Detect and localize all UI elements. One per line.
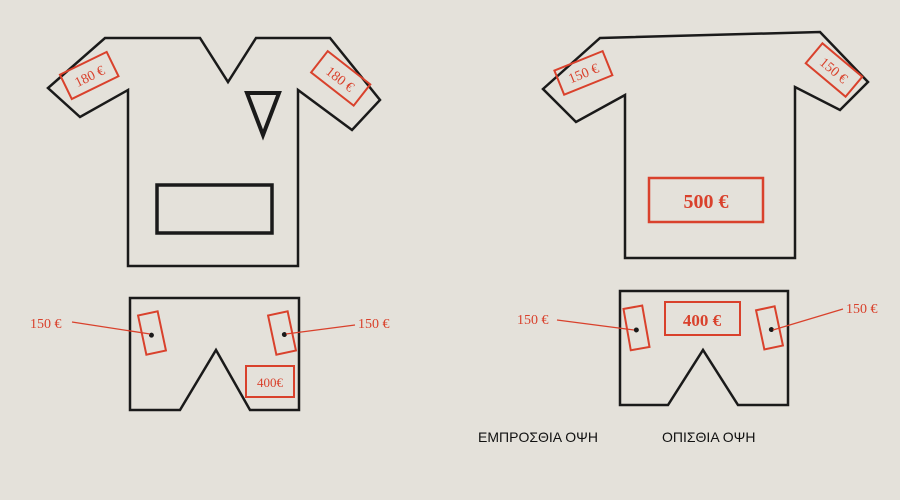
back-right-leg-patch <box>754 305 785 351</box>
collar-triangle-icon <box>244 91 282 141</box>
back-left-sleeve-price: 150 € <box>567 61 602 87</box>
back-left-leg-price: 150 € <box>517 313 549 328</box>
back-shorts: 400 € 150 € 150 € <box>517 289 878 407</box>
front-shorts: 150 € 150 € 400€ <box>30 296 390 412</box>
front-shorts-patch-price: 400€ <box>257 375 284 390</box>
back-right-leg-price: 150 € <box>846 302 878 317</box>
back-shirt-outline <box>541 30 870 260</box>
back-shorts-outline <box>618 289 790 407</box>
back-left-leg-patch <box>622 304 651 352</box>
back-number-price: 500 € <box>684 191 729 213</box>
front-right-sleeve-patch: 180 € <box>309 49 372 108</box>
front-shirt-outline <box>46 36 382 268</box>
chest-sponsor-box <box>155 183 274 235</box>
front-left-sleeve-price: 180 € <box>73 64 108 91</box>
front-left-leg-price: 150 € <box>30 317 62 332</box>
front-right-leg-patch <box>266 310 298 356</box>
front-shorts-patch <box>245 365 295 398</box>
front-left-leg-patch <box>136 310 168 356</box>
back-number-patch <box>647 176 765 224</box>
back-left-sleeve-patch: 150 € <box>553 49 614 97</box>
front-right-leg-price: 150 € <box>358 317 390 332</box>
front-view-caption: ΕΜΠΡΟΣΘΙΑ ΟΨΗ <box>478 429 598 445</box>
front-left-sleeve-patch: 180 € <box>58 50 120 101</box>
back-shirt: 150 € 150 € 500 € <box>541 30 870 260</box>
back-right-sleeve-patch: 150 € <box>804 41 864 99</box>
front-shirt: 180 € 180 € <box>46 36 382 268</box>
back-waist-price: 400 € <box>683 311 722 330</box>
back-right-sleeve-price: 150 € <box>816 55 850 87</box>
front-shorts-outline <box>128 296 301 412</box>
back-waist-patch <box>664 301 741 336</box>
back-view-caption: ΟΠΙΣΘΙΑ ΟΨΗ <box>662 429 755 445</box>
